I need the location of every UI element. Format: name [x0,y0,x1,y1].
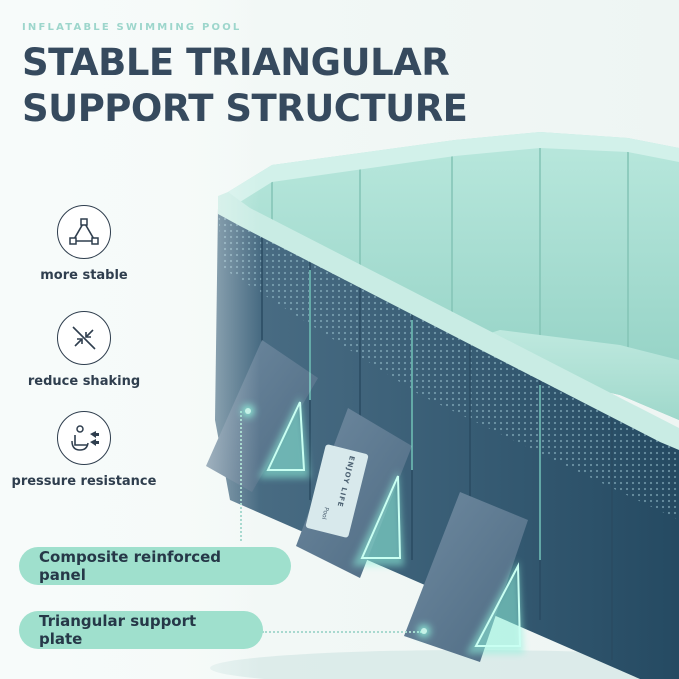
support-plate-right [404,492,528,662]
feature-pressure-resistance: pressure resistance [9,411,159,489]
title-line-2: SUPPORT STRUCTURE [22,87,468,130]
callout-point-panel [245,408,251,414]
eyebrow-label: INFLATABLE SWIMMING POOL [22,22,242,33]
title-line-1: STABLE TRIANGULAR [22,41,450,84]
product-tag-brand: ENJOY LIFE [335,454,356,509]
product-tag-text: Pool [320,506,330,521]
inward-arrows-icon [57,311,111,365]
callout-composite-panel: Composite reinforced panel [19,547,291,585]
callout-triangular-plate: Triangular support plate [19,611,263,649]
callout-connector-plate [262,631,422,633]
triangle-structure-icon [57,205,111,259]
support-plate-middle [296,408,412,578]
pressure-resistance-icon [57,411,111,465]
page-title: STABLE TRIANGULAR SUPPORT STRUCTURE [22,40,468,132]
feature-more-stable: more stable [9,205,159,283]
callout-point-plate [421,628,427,634]
callout-connector-panel [240,411,244,541]
feature-label: pressure resistance [11,474,157,489]
feature-reduce-shaking: reduce shaking [9,311,159,389]
pool-front-rim [218,192,679,450]
feature-label: more stable [40,268,128,283]
feature-label: reduce shaking [27,374,141,389]
